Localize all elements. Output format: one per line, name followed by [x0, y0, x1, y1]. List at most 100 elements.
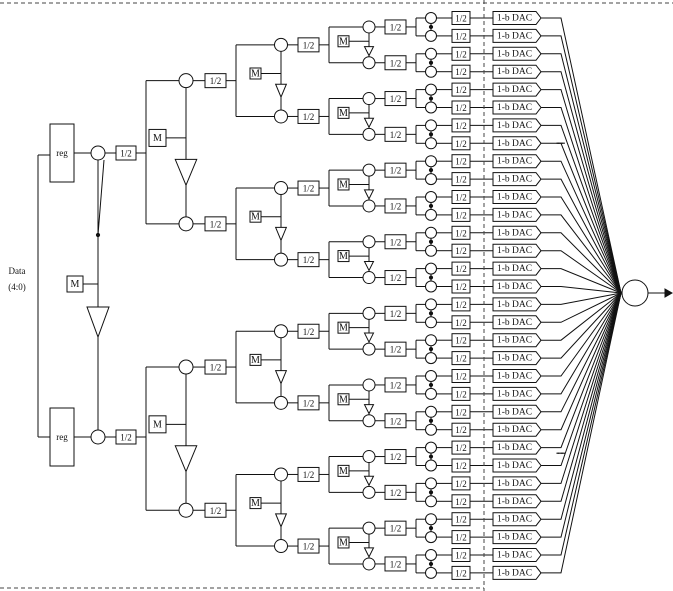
half-label: 1/2	[455, 568, 467, 578]
multiplier-label: M	[339, 251, 348, 262]
adder-node	[425, 280, 437, 293]
half-block	[384, 19, 407, 35]
dac-output-wire	[541, 196, 622, 294]
half-label: 1/2	[390, 452, 402, 462]
half-block	[384, 270, 407, 286]
half-label: 1/2	[455, 246, 467, 256]
adder-node	[362, 306, 376, 320]
dac-output-wire	[541, 292, 622, 413]
half-block	[451, 136, 471, 151]
half-block	[451, 11, 471, 25]
inverter-buffer	[274, 513, 288, 529]
adder-node	[425, 495, 437, 508]
half-block	[451, 494, 471, 509]
half-label: 1/2	[455, 479, 467, 489]
dac-label: 1-b DAC	[497, 121, 532, 131]
dac-block	[492, 565, 542, 580]
dac-label: 1-b DAC	[497, 246, 532, 256]
adder-node	[425, 29, 437, 42]
junction-dot	[428, 203, 434, 209]
multiplier-block	[249, 67, 262, 80]
adder-node	[425, 370, 437, 382]
dac-block	[492, 207, 542, 222]
multiplier-label: M	[251, 498, 260, 509]
half-block	[451, 28, 471, 43]
half-label: 1/2	[455, 425, 467, 435]
adder-node	[425, 101, 437, 114]
dac-output-wire	[541, 232, 622, 294]
half-label: 1/2	[390, 94, 402, 104]
half-label: 1/2	[303, 112, 315, 122]
dac-output-wire	[541, 107, 622, 294]
dac-label: 1-b DAC	[497, 407, 532, 417]
junction-dot	[428, 382, 434, 388]
inverter-buffer	[363, 547, 375, 558]
adder-node	[425, 352, 437, 365]
half-block	[451, 422, 471, 437]
dac-block	[492, 190, 542, 204]
adder-node	[90, 429, 106, 445]
half-block	[384, 198, 407, 214]
half-label: 1/2	[455, 85, 467, 95]
half-label: 1/2	[390, 488, 402, 498]
adder-node	[362, 163, 376, 177]
inverter-buffer	[274, 83, 288, 99]
adder-node	[425, 566, 437, 579]
multiplier-block	[337, 250, 350, 263]
half-block	[451, 82, 471, 97]
dac-block	[492, 548, 542, 562]
inverter-buffer	[174, 445, 198, 473]
output-adder	[621, 279, 649, 307]
half-label: 1/2	[455, 372, 467, 382]
dac-label: 1-b DAC	[497, 354, 532, 364]
dac-block	[492, 476, 542, 491]
multiplier-label: M	[339, 466, 348, 477]
dac-output-wire	[541, 214, 622, 294]
half-label: 1/2	[390, 345, 402, 355]
half-block	[384, 449, 407, 465]
inverter-buffer	[274, 226, 288, 242]
dac-label: 1-b DAC	[497, 443, 532, 453]
dac-label: 1-b DAC	[497, 67, 532, 77]
half-label: 1/2	[210, 506, 222, 516]
junction-dot	[428, 239, 434, 244]
half-label: 1/2	[303, 184, 315, 194]
half-block	[451, 315, 471, 330]
multiplier-label: M	[339, 394, 348, 405]
half-label: 1/2	[455, 103, 467, 113]
adder-node	[425, 405, 437, 418]
half-label: 1/2	[210, 219, 222, 229]
adder-node	[425, 208, 437, 221]
dac-output-wire	[541, 292, 622, 556]
half-block	[384, 162, 407, 178]
half-label: 1/2	[390, 380, 402, 390]
adder-node	[425, 226, 437, 239]
multiplier-block	[337, 178, 350, 191]
dac-block	[492, 118, 542, 133]
half-block	[297, 108, 320, 124]
adder-node	[425, 316, 437, 329]
half-block	[297, 180, 320, 196]
half-label: 1/2	[455, 31, 467, 41]
dac-block	[492, 530, 542, 545]
multiplier-label: M	[339, 108, 348, 119]
dac-output-wire	[541, 71, 622, 294]
multiplier-label: M	[339, 36, 348, 47]
adder-node	[362, 450, 376, 464]
half-label: 1/2	[455, 193, 467, 203]
half-label: 1/2	[303, 398, 315, 408]
adder-node	[274, 324, 288, 339]
dac-label: 1-b DAC	[497, 479, 532, 489]
adder-node	[425, 244, 437, 257]
half-label: 1/2	[455, 515, 467, 525]
dac-label: 1-b DAC	[497, 139, 532, 149]
dac-label: 1-b DAC	[497, 497, 532, 507]
half-block	[297, 37, 320, 53]
dac-label: 1-b DAC	[497, 300, 532, 310]
half-block	[451, 118, 471, 133]
adder-node	[425, 119, 437, 132]
half-label: 1/2	[455, 389, 467, 399]
